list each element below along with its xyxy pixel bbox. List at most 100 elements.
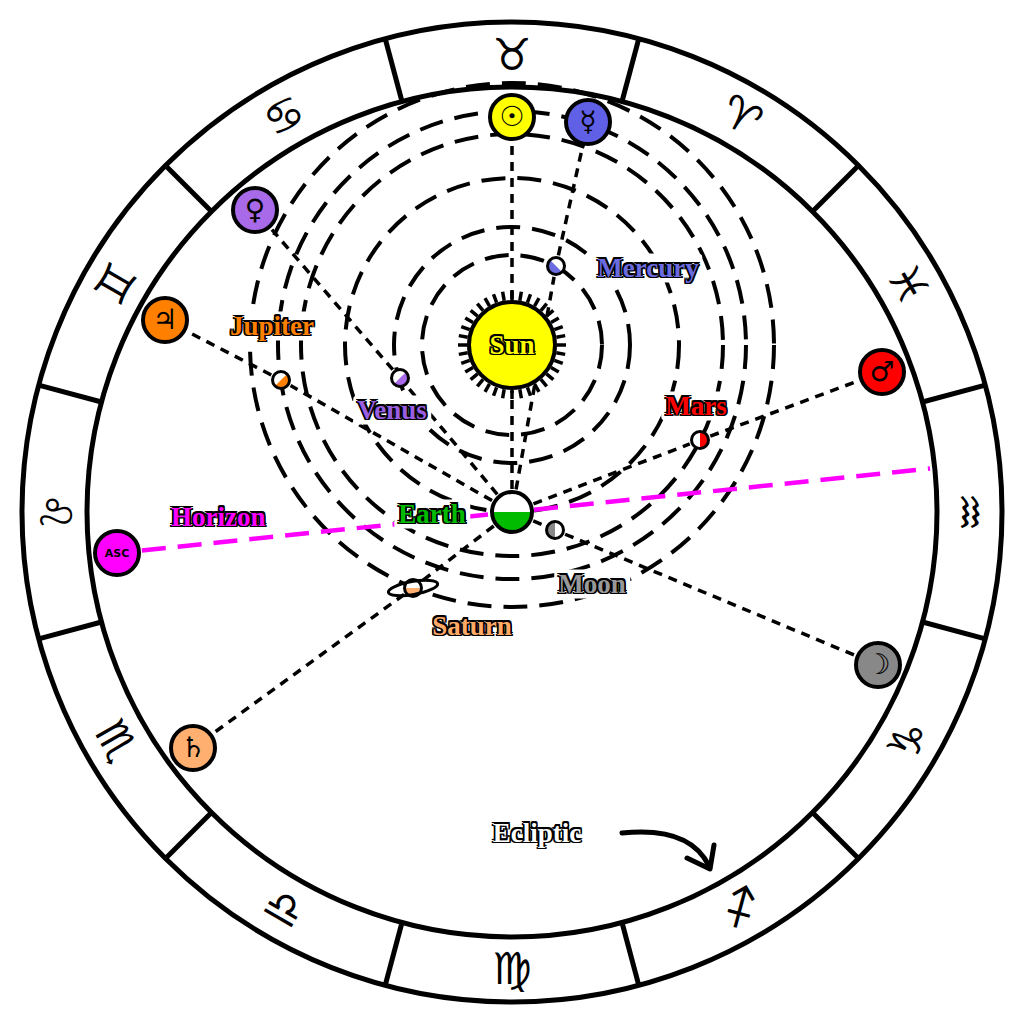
sign-divider bbox=[385, 923, 402, 986]
zodiac-sign: ♈ bbox=[712, 87, 768, 145]
sun-ray bbox=[485, 384, 490, 392]
sight-line bbox=[558, 146, 582, 255]
marker-circle bbox=[233, 188, 277, 232]
sign-divider bbox=[622, 923, 639, 986]
planet-glyph: ☿ bbox=[579, 108, 596, 136]
sign-divider bbox=[813, 813, 859, 859]
node-outline bbox=[545, 520, 565, 540]
planet-disc bbox=[492, 492, 532, 532]
sun-ray bbox=[535, 298, 540, 306]
marker-circle bbox=[95, 531, 139, 575]
sun-ray bbox=[541, 379, 547, 386]
sun-ray bbox=[465, 368, 473, 373]
planet-outline bbox=[392, 370, 409, 387]
planet-glyph: ♀ bbox=[245, 196, 266, 224]
moon-marker: ☽ bbox=[854, 641, 902, 689]
planet-disc bbox=[548, 258, 565, 275]
sun-ray bbox=[551, 318, 559, 323]
zodiac-sign: ♎ bbox=[255, 879, 311, 937]
marker-circle bbox=[171, 726, 215, 770]
sun-ray bbox=[554, 360, 562, 363]
planet-disc bbox=[547, 522, 564, 539]
zodiac-ring bbox=[22, 22, 1002, 1002]
planet-glyph: ☉ bbox=[499, 103, 524, 131]
sign-divider bbox=[166, 166, 212, 212]
mars-planet: Mars bbox=[690, 430, 710, 450]
sign-divider bbox=[39, 385, 102, 402]
sight-line bbox=[710, 381, 858, 436]
sun-ray bbox=[471, 374, 478, 380]
planet-name: Mercury bbox=[593, 254, 702, 283]
planet-name: Moon bbox=[554, 570, 630, 599]
marker-circle bbox=[860, 350, 904, 394]
sun-ray bbox=[546, 374, 553, 380]
outer-ring bbox=[22, 22, 1002, 1002]
saturn-ring bbox=[387, 577, 438, 598]
planet-glyph: ♂ bbox=[869, 358, 894, 386]
mercury-marker: ☿ bbox=[564, 98, 612, 146]
sign-divider bbox=[385, 39, 402, 102]
moon-body: Moon bbox=[545, 520, 565, 540]
planet-shade bbox=[492, 512, 532, 532]
zodiac-sign: ♌ bbox=[33, 492, 77, 531]
sun-ray bbox=[471, 310, 478, 316]
node-outline bbox=[271, 370, 291, 390]
edge-label: Horizon bbox=[167, 503, 270, 532]
jupiter-planet: Jupiter bbox=[271, 370, 291, 390]
sun-ray bbox=[551, 368, 559, 373]
planet-outline bbox=[492, 492, 532, 532]
sun-ray bbox=[459, 336, 468, 338]
node-outline bbox=[490, 490, 534, 534]
jupiter-marker: ♃ bbox=[141, 296, 189, 344]
marker-circle bbox=[566, 100, 610, 144]
sight-line bbox=[510, 142, 514, 299]
orbit bbox=[278, 111, 746, 579]
planet-name: Earth bbox=[394, 500, 470, 529]
sign-divider bbox=[39, 622, 102, 639]
marker-circle bbox=[490, 95, 534, 139]
zodiac-sign: ♓ bbox=[879, 255, 937, 311]
sun-ray bbox=[461, 360, 469, 363]
marker-circle bbox=[143, 298, 187, 342]
planet-glyph: ☽ bbox=[865, 651, 890, 679]
orbits bbox=[250, 83, 774, 607]
zodiac-sign: ♐ bbox=[712, 879, 768, 937]
venus-marker: ♀ bbox=[231, 186, 279, 234]
planet-disc bbox=[273, 372, 290, 389]
sun-ray bbox=[557, 343, 566, 347]
zodiac-sign: ♏ bbox=[87, 712, 145, 768]
ecliptic-label: Ecliptic bbox=[493, 820, 582, 847]
sun-ray bbox=[556, 336, 565, 338]
sun-ray bbox=[494, 294, 497, 302]
sun-ray bbox=[556, 353, 565, 355]
sun-ray bbox=[461, 327, 469, 330]
node-outline bbox=[546, 256, 566, 276]
zodiac-sign: ♋ bbox=[255, 87, 311, 145]
orbit bbox=[301, 134, 723, 556]
sun-ray bbox=[541, 304, 547, 311]
sun-ray bbox=[503, 389, 505, 398]
saturn-planet: Saturn bbox=[403, 578, 423, 598]
sun-ray bbox=[535, 384, 540, 392]
earth-planet: Earth bbox=[490, 490, 534, 534]
sun-label: Sun bbox=[489, 332, 534, 359]
mars-marker: ♂ bbox=[858, 348, 906, 396]
sight-line bbox=[533, 444, 689, 504]
sight-line bbox=[291, 385, 492, 500]
sun-ray bbox=[465, 318, 473, 323]
mercury-planet: Mercury bbox=[546, 256, 566, 276]
sign-divider bbox=[166, 813, 212, 859]
orbit bbox=[250, 83, 774, 607]
planet-outline bbox=[273, 372, 290, 389]
sun-ray bbox=[494, 387, 497, 395]
zodiac-sign: ♍ bbox=[492, 947, 531, 991]
venus-planet: Venus bbox=[390, 368, 410, 388]
zodiac-sign: ♊ bbox=[87, 255, 145, 311]
sun-ray bbox=[510, 291, 514, 300]
node-outline bbox=[403, 578, 423, 598]
sun-rays bbox=[458, 291, 566, 399]
sun-ray bbox=[510, 390, 514, 399]
sun-ray bbox=[477, 379, 483, 386]
sight-line bbox=[533, 521, 545, 526]
